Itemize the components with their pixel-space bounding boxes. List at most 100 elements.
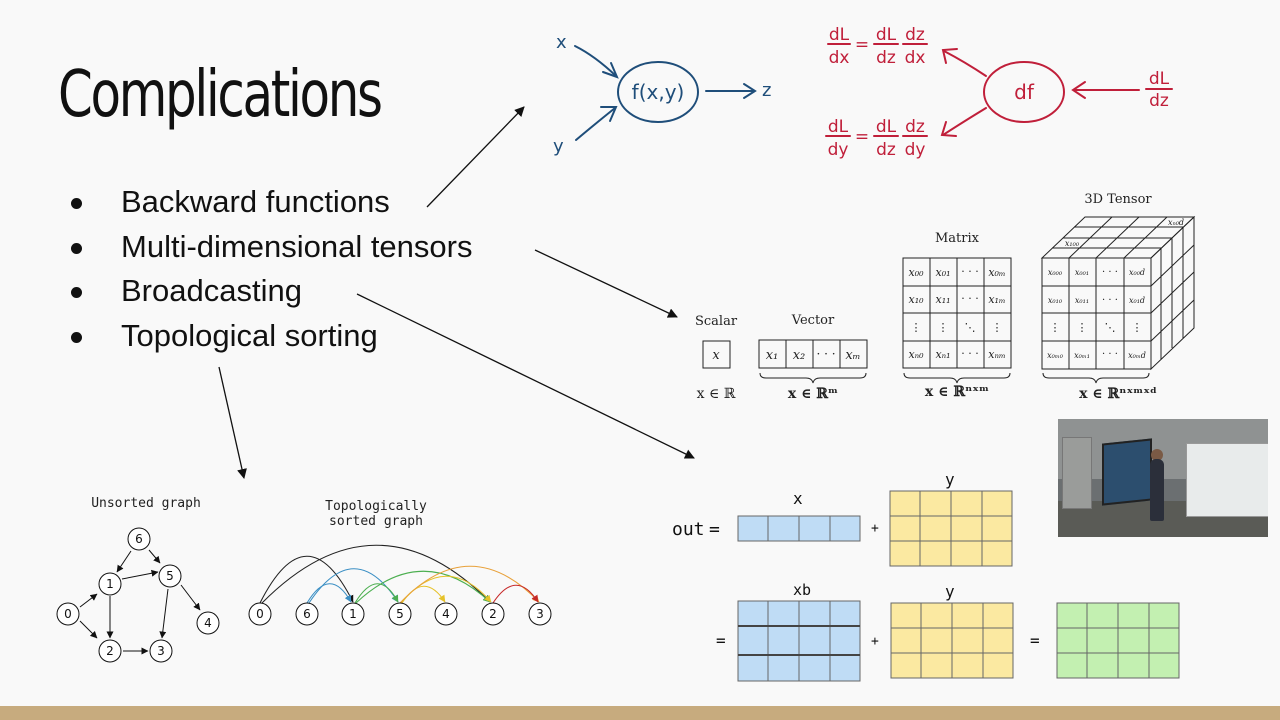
unsorted-graph-nodes: 0 1 2 3 4 5 6 (56, 527, 220, 663)
photo-person-head (1151, 449, 1163, 461)
plus-sign: + (871, 634, 879, 649)
matrix-cell: · · · (961, 265, 978, 278)
matrix-cells: x₀₀ x₀₁ · · · x₀ₘ x₁₀ x₁₁ · · · x₁ₘ ⋮ ⋮ … (908, 265, 1005, 361)
graph-node (528, 602, 552, 626)
incoming-grad-num: dL (1149, 69, 1170, 89)
eqy-r2-num: dz (905, 117, 925, 137)
tensor-cell: x₀ₘ₀ (1047, 351, 1064, 360)
graph-node (295, 602, 319, 626)
graph-node-label: 3 (157, 644, 165, 658)
matrix-cell: · · · (961, 292, 978, 305)
grad-x-arrow (943, 50, 987, 77)
out-label: out (672, 519, 705, 540)
graph-node (56, 602, 80, 626)
graph-node (434, 602, 458, 626)
bottom-bar (0, 706, 1280, 720)
graph-node (388, 602, 412, 626)
vector-set: x ∈ ℝᵐ (788, 386, 838, 402)
vector-cell: x₂ (793, 348, 806, 363)
scalar-set: x ∈ ℝ (697, 386, 736, 402)
tensor-cell: · · · (1102, 295, 1118, 306)
graph-node-label: 1 (349, 607, 357, 621)
photo-whiteboard (1186, 443, 1268, 517)
matrix-cell: xₙ₁ (935, 348, 950, 361)
arrow-tensors-to-figure (534, 249, 678, 318)
y-label: y (945, 582, 955, 601)
matrix-cell: x₀₁ (935, 266, 950, 279)
tensor-cell: x₀₀₀ (1048, 268, 1063, 277)
graph-node (341, 602, 365, 626)
scalar-box (702, 340, 731, 369)
tensor-cells: x₀₀₀ x₀₀₁ · · · x₀₀d x₀₁₀ x₀₁₁ · · · x₀₁… (1047, 218, 1184, 360)
graph-node (149, 639, 173, 663)
graph-node-label: 0 (64, 607, 72, 621)
graph-node-label: 4 (442, 607, 450, 621)
connector-arrows (218, 106, 695, 479)
tensor-cell: x₀ₘ₁ (1074, 351, 1090, 360)
bullet-dot (71, 198, 82, 209)
sorted-graph-nodes: 0 6 1 5 4 2 3 (248, 602, 552, 626)
speaker-video-thumbnail (1058, 419, 1268, 537)
arc-1-2 (355, 570, 491, 604)
forward-diagram (574, 45, 757, 141)
photo-screen (1102, 438, 1152, 506)
graph-node (481, 602, 505, 626)
tensor-title: 3D Tensor (1084, 192, 1152, 207)
matrix-cell: x₁₀ (908, 293, 924, 306)
df-label: df (1014, 80, 1035, 104)
matrix-cell: xₙ₀ (908, 348, 924, 361)
tensor-cell: x₀₁₀ (1048, 296, 1063, 305)
vector-brace (759, 372, 867, 384)
tensor-cell: ⋮ (1132, 321, 1143, 334)
arc-2-3 (492, 584, 539, 604)
backward-diagram (825, 43, 1173, 137)
photo-person (1150, 459, 1164, 521)
matrix-set: x ∈ ℝⁿˣᵐ (925, 384, 989, 400)
eqx-r2-den: dx (905, 48, 926, 68)
tensor-cell: x₀₀d (1129, 268, 1145, 277)
matrix-cell: ⋮ (911, 321, 922, 334)
tensor-cell: x₀₁₁ (1075, 296, 1089, 305)
eqx-equals: = (855, 35, 869, 55)
backward-labels: df dL dz dL dx = dL dz dz dx dL dy = dL … (828, 25, 1170, 160)
graph-node-label: 3 (536, 607, 544, 621)
vector-title: Vector (791, 313, 835, 328)
graph-node-label: 2 (489, 607, 497, 621)
broadcast-figure (737, 490, 1180, 682)
tensor-cube (1040, 215, 1196, 371)
grad-y-arrow (942, 107, 987, 136)
graph-node (127, 527, 151, 551)
tensor-cell: · · · (1102, 267, 1118, 278)
function-node (617, 61, 699, 123)
eqx-r1-num: dL (876, 25, 897, 45)
graph-node-label: 6 (135, 532, 143, 546)
eqy-r1-den: dz (876, 140, 896, 160)
vector-cell: x₁ (766, 348, 779, 363)
unsorted-graph (79, 549, 201, 655)
tensor-cell: ⋱ (1105, 321, 1116, 334)
bullet-text: Broadcasting (121, 273, 302, 308)
graph-titles: Unsorted graph Topologically sorted grap… (91, 496, 427, 529)
x-label: x (793, 489, 803, 508)
plus-sign: + (871, 521, 879, 536)
eqy-equals: = (855, 127, 869, 147)
matrix-cell: ⋮ (992, 321, 1003, 334)
arc-1-5 (354, 583, 399, 604)
graph-node (98, 639, 122, 663)
photo-door (1062, 437, 1092, 509)
matrix-cell: x₁₁ (935, 293, 950, 306)
matrix-brace (903, 372, 1011, 384)
incoming-grad-den: dz (1149, 91, 1169, 111)
input-x-label: x (556, 32, 567, 53)
input-x-arrow (574, 45, 617, 77)
tensor-top-right-label: xₙ₀d (1168, 218, 1184, 227)
arc-6-1 (306, 583, 352, 604)
sorted-graph-arcs (259, 544, 540, 604)
matrix-cell: · · · (961, 347, 978, 360)
equals-sign: = (1030, 631, 1040, 650)
bullet-text: Multi-dimensional tensors (121, 228, 473, 264)
eqx-lhs-den: dx (829, 48, 850, 68)
tensor-cell: x₀ₘd (1128, 351, 1146, 360)
